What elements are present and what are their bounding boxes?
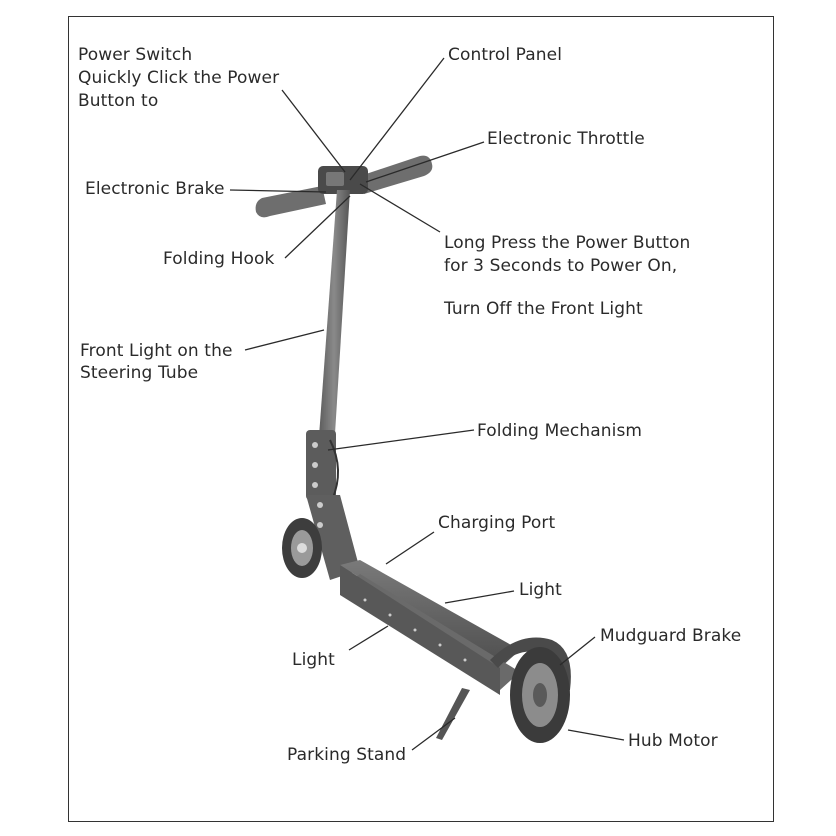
front-fork (306, 495, 360, 580)
rear-wheel (490, 637, 571, 743)
label-folding-hook: Folding Hook (163, 249, 275, 269)
label-turn-off-front-light: Turn Off the Front Light (444, 299, 643, 319)
folding-mechanism (306, 430, 340, 501)
label-hub-motor: Hub Motor (628, 731, 718, 751)
leader-lines (229, 57, 625, 751)
label-charging-port: Charging Port (438, 513, 556, 533)
label-light-left: Light (292, 650, 335, 670)
label-power-switch: Power Switch (78, 45, 193, 65)
label-quick-click-line1: Quickly Click the Power (78, 68, 280, 88)
label-electronic-throttle: Electronic Throttle (487, 129, 645, 149)
label-front-light-line1: Front Light on the (80, 341, 233, 361)
label-control-panel: Control Panel (448, 45, 563, 65)
deck (340, 560, 520, 695)
label-long-press-line1: Long Press the Power Button (444, 233, 691, 253)
label-parking-stand: Parking Stand (287, 745, 407, 765)
kickstand (436, 688, 470, 740)
front-wheel (282, 518, 322, 578)
label-electronic-brake: Electronic Brake (85, 179, 225, 199)
steering-tube (318, 190, 350, 450)
label-mudguard-brake: Mudguard Brake (600, 626, 742, 646)
label-folding-mechanism: Folding Mechanism (477, 421, 643, 441)
diagram-frame (68, 16, 774, 822)
label-light-right: Light (519, 580, 562, 600)
label-quick-click-line2: Button to (78, 91, 159, 111)
label-front-light-line2: Steering Tube (80, 363, 199, 383)
label-long-press-line2: for 3 Seconds to Power On, (444, 256, 678, 276)
